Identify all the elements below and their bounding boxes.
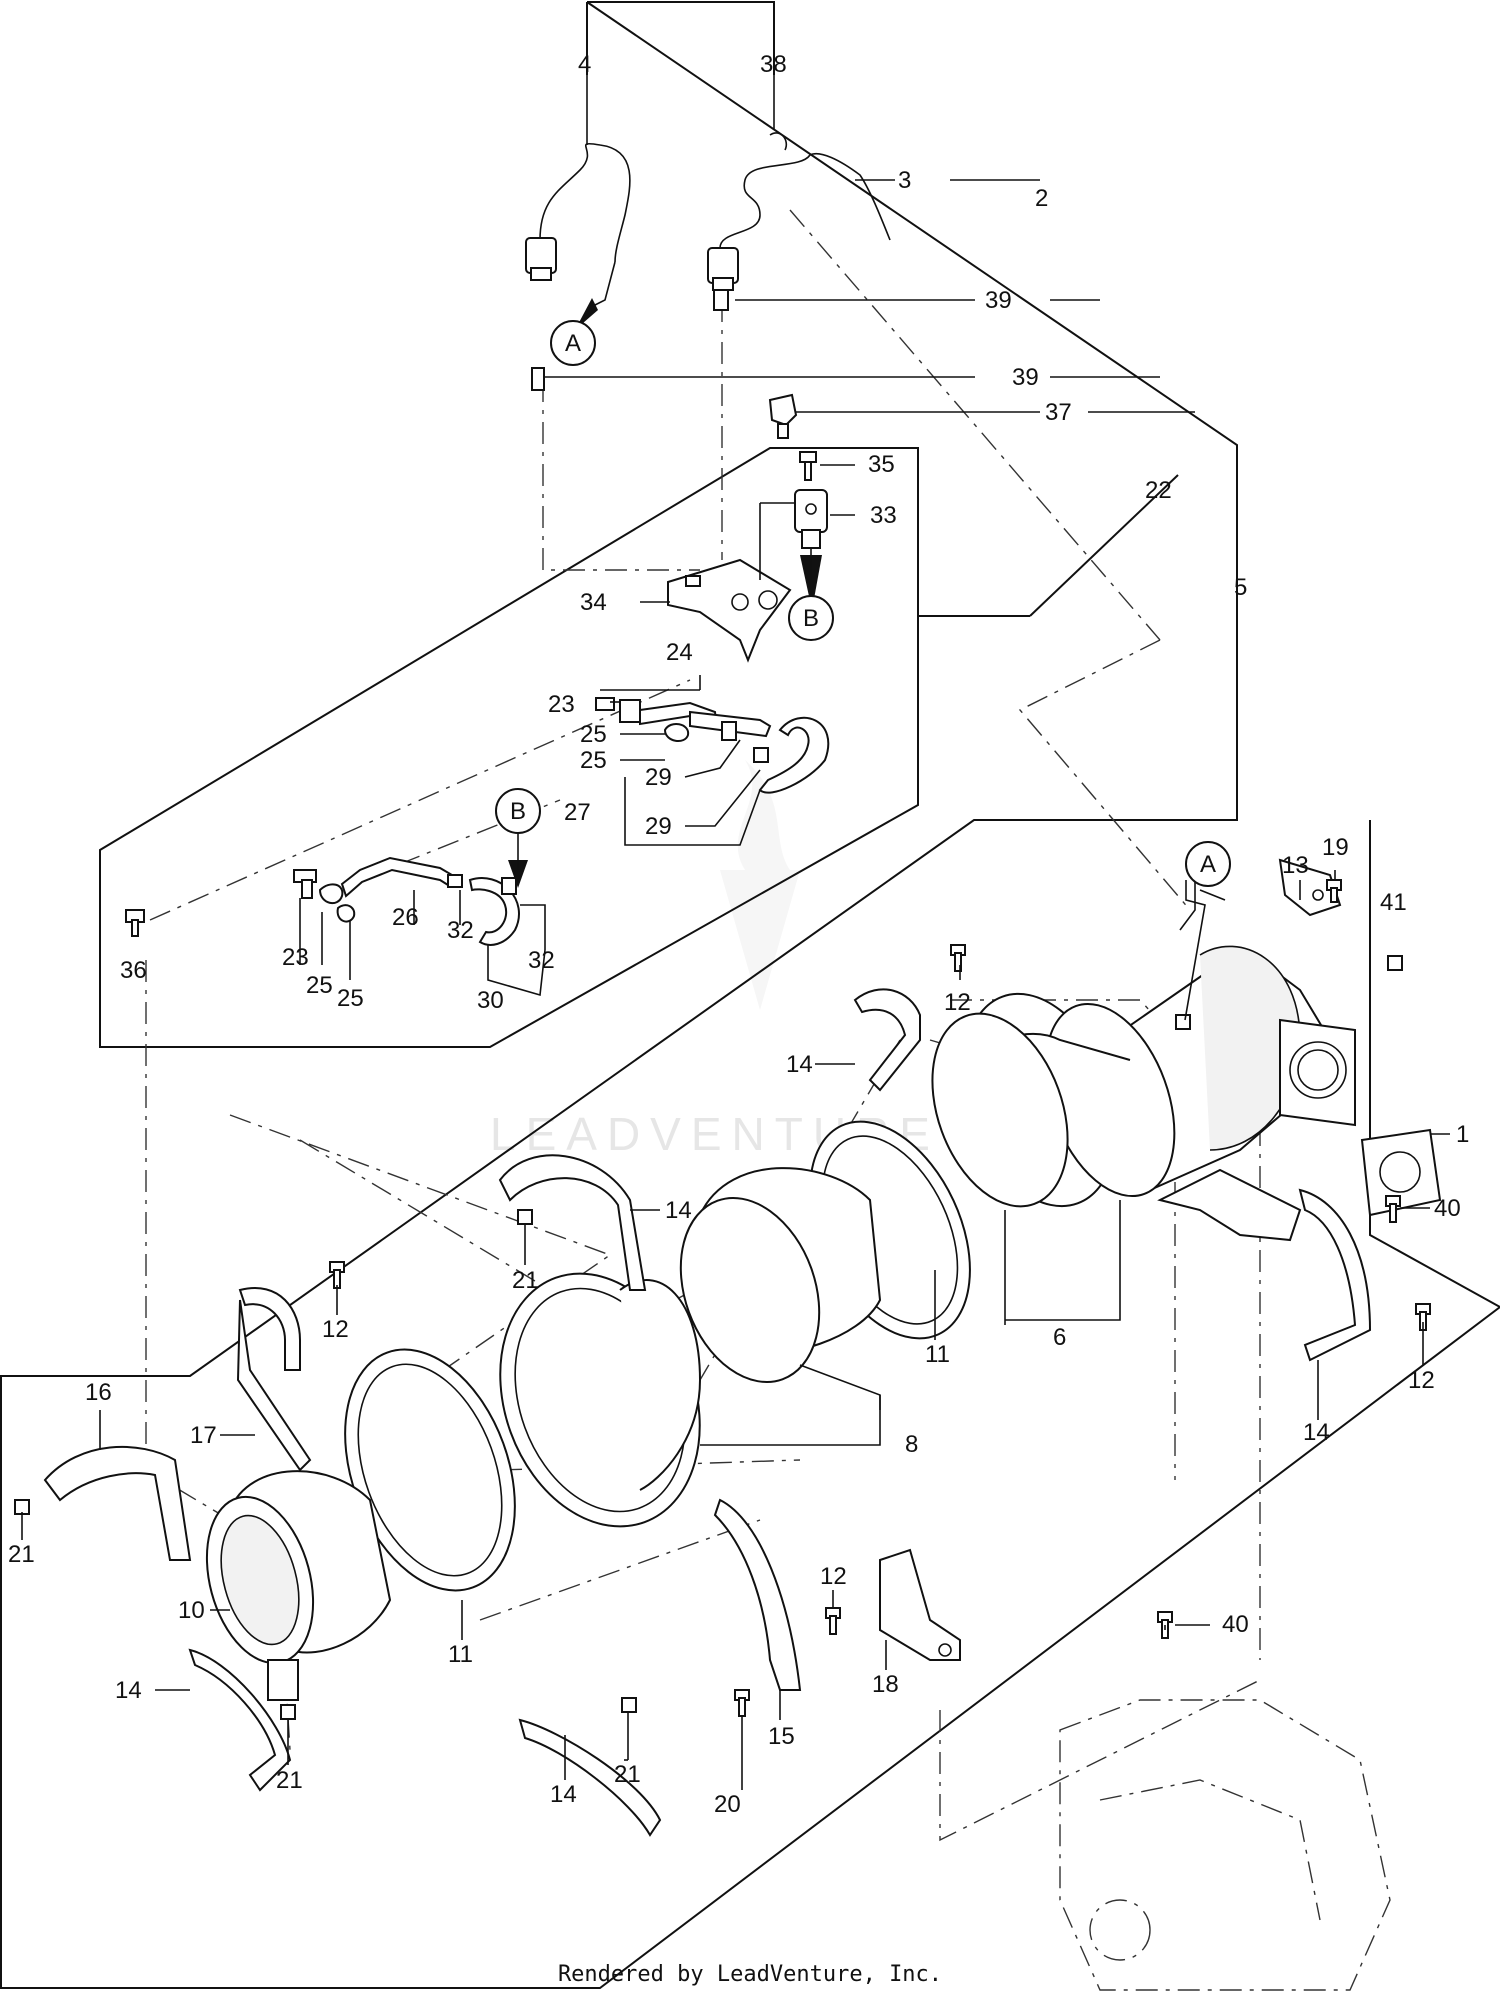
callout: 4 xyxy=(578,51,591,78)
callout: 14 xyxy=(1303,1419,1330,1446)
doc-catalyst-element-8[interactable] xyxy=(656,1167,882,1401)
callout: 39 xyxy=(985,287,1012,314)
ref-circle-label: A xyxy=(1200,851,1216,878)
callout: 6 xyxy=(1053,1324,1066,1351)
callout: 20 xyxy=(714,1791,741,1818)
callout: 25 xyxy=(306,972,333,999)
catalyst-housing[interactable] xyxy=(466,1245,733,1554)
callout: 25 xyxy=(580,721,607,748)
callout: 33 xyxy=(870,502,897,529)
callout: 23 xyxy=(548,691,575,718)
exhaust-temp-sensor-2[interactable] xyxy=(531,132,891,391)
ref-circle-label: B xyxy=(803,605,819,632)
ref-circle-label: B xyxy=(510,798,526,825)
callout: 40 xyxy=(1434,1195,1461,1222)
pipe-assembly-24[interactable] xyxy=(595,697,830,794)
callout: 39 xyxy=(1012,364,1039,391)
callout: 21 xyxy=(512,1267,539,1294)
callout: 12 xyxy=(944,989,971,1016)
callout: 13 xyxy=(1282,852,1309,879)
callout: 29 xyxy=(645,764,672,791)
callout-labels: 4 38 3 2 39 39 37 35 33 22 5 34 24 23 25… xyxy=(8,51,1469,1818)
callout: 8 xyxy=(905,1431,918,1458)
pipe-assembly-26[interactable] xyxy=(125,856,520,946)
dpf-filter-element-6[interactable] xyxy=(908,973,1199,1228)
footer-credit: Rendered by LeadVenture, Inc. xyxy=(557,1962,943,1987)
leader-lines xyxy=(21,75,1450,1790)
callout: 24 xyxy=(666,639,693,666)
callout: 12 xyxy=(820,1563,847,1590)
callout: 19 xyxy=(1322,834,1349,861)
engine-block-outline xyxy=(1059,1699,1391,1991)
callout: 10 xyxy=(178,1597,205,1624)
sensor-bracket-34[interactable] xyxy=(667,558,792,663)
callout: 2 xyxy=(1035,185,1048,212)
callout: 32 xyxy=(528,947,555,974)
callout: 14 xyxy=(550,1781,577,1808)
support-bracket-18[interactable] xyxy=(879,1548,961,1661)
fasteners[interactable] xyxy=(14,879,1431,1720)
callout: 17 xyxy=(190,1422,217,1449)
bracket-17[interactable] xyxy=(236,1287,312,1472)
pressure-sensor-37[interactable] xyxy=(768,393,798,439)
callout: 25 xyxy=(580,747,607,774)
callout: 29 xyxy=(645,813,672,840)
callout: 11 xyxy=(925,1341,950,1368)
ref-circle-label: A xyxy=(565,330,581,357)
callout: 34 xyxy=(580,589,607,616)
callout: 37 xyxy=(1045,399,1072,426)
callout: 36 xyxy=(120,957,147,984)
callout: 11 xyxy=(448,1641,473,1668)
callout: 35 xyxy=(868,451,895,478)
callout: 21 xyxy=(8,1541,35,1568)
callout: 41 xyxy=(1380,889,1407,916)
callout: 23 xyxy=(282,944,309,971)
callout: 21 xyxy=(276,1767,303,1794)
clamp-band-14[interactable] xyxy=(188,988,1372,1837)
callout: 27 xyxy=(564,799,591,826)
ref-circles: A B B A xyxy=(495,320,1231,887)
gasket-1[interactable] xyxy=(1360,1128,1442,1217)
callout: 1 xyxy=(1456,1121,1469,1148)
callout: 22 xyxy=(1145,477,1172,504)
callout: 40 xyxy=(1222,1611,1249,1638)
callout: 16 xyxy=(85,1379,112,1406)
callout: 14 xyxy=(665,1197,692,1224)
callout: 30 xyxy=(477,987,504,1014)
callout: 32 xyxy=(447,917,474,944)
callout: 26 xyxy=(392,904,419,931)
callout: 14 xyxy=(115,1677,142,1704)
callout: 12 xyxy=(322,1316,349,1343)
inlet-cover-10[interactable] xyxy=(190,1470,392,1701)
callout: 25 xyxy=(337,985,364,1012)
callout: 18 xyxy=(872,1671,899,1698)
callout: 21 xyxy=(614,1761,641,1788)
exhaust-temp-sensor[interactable] xyxy=(525,142,631,330)
callout: 14 xyxy=(786,1051,813,1078)
differential-pressure-sensor-33[interactable] xyxy=(794,489,828,549)
bolt-35[interactable] xyxy=(799,451,817,481)
callout: 3 xyxy=(898,167,911,194)
callout: 15 xyxy=(768,1723,795,1750)
bracket-16[interactable] xyxy=(43,1445,192,1561)
bracket-15[interactable] xyxy=(713,1498,802,1691)
callout: 12 xyxy=(1408,1367,1435,1394)
callout: 38 xyxy=(760,51,787,78)
callout: 5 xyxy=(1234,574,1247,601)
